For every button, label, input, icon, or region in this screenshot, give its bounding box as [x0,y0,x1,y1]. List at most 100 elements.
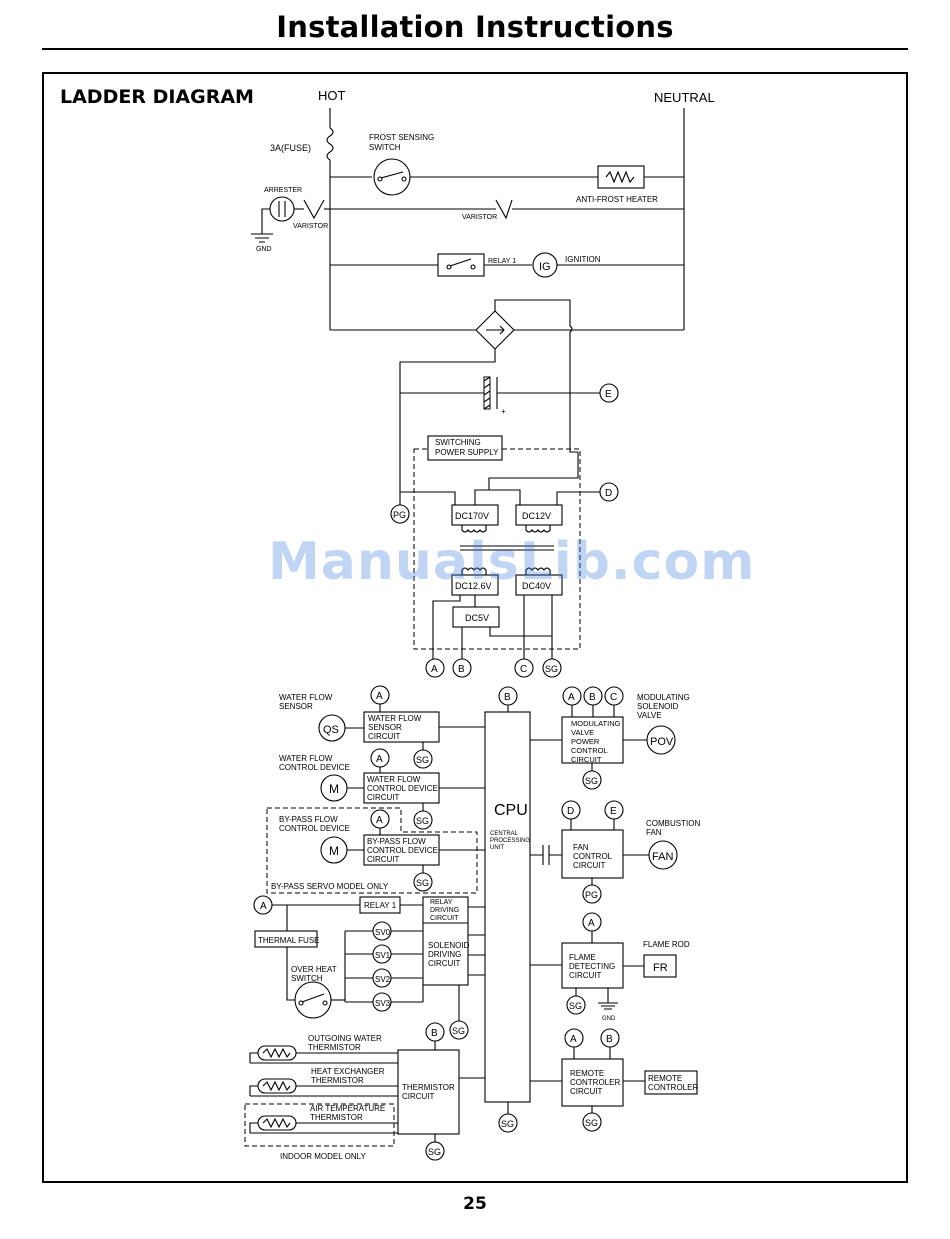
sg-terminal-mod: SG [585,776,598,786]
a-terminal-mod: A [568,692,575,703]
cpu-label: CPU [494,802,528,819]
dc5-label: DC5V [465,613,489,623]
sv2-label: SV2 [375,975,391,984]
sg-terminal-bypass: SG [416,878,429,888]
dc12-label: DC12V [522,511,551,521]
water-flow-control-group [320,748,485,830]
m-label-wfc: M [329,782,339,796]
outgoing-thermistor-2: THERMISTOR [308,1043,361,1052]
flame-circuit-3: CIRCUIT [569,971,602,980]
bypass-control-label-1: BY-PASS FLOW [279,815,338,824]
c-terminal-upper: C [520,664,527,675]
fr-label: FR [653,962,668,974]
c-terminal-mod: C [610,692,617,703]
sg-terminal-wfs: SG [416,755,429,765]
bypass-note: BY-PASS SERVO MODEL ONLY [271,882,389,891]
d-terminal-upper: D [605,488,612,499]
wf-control-circuit-3: CIRCUIT [367,793,400,802]
combustion-fan-label-2: FAN [646,828,662,837]
air-temp-thermistor-1: AIR TEMPERATURE [310,1104,385,1113]
varistor-label-right: VARISTOR [462,214,497,221]
water-flow-sensor-label-1: WATER FLOW [279,693,333,702]
sg-terminal-upper: SG [545,664,558,674]
solenoid-driving-2: DRIVING [428,950,461,959]
e-terminal-upper: E [605,389,612,400]
outgoing-thermistor-1: OUTGOING WATER [308,1034,382,1043]
a-terminal-wfc: A [376,754,383,765]
modulating-valve-label-2: SOLENOID [637,702,679,711]
modulating-valve-label-3: VALVE [637,711,662,720]
modulating-valve-group [530,686,676,790]
relay-driving-2: DRIVING [430,907,459,914]
wf-sensor-circuit-3: CIRCUIT [368,732,401,741]
diagram-frame: LADDER DIAGRAM [42,72,908,1183]
flame-circuit-1: FLAME [569,953,596,962]
gnd-label-upper: GND [256,246,272,253]
bypass-circuit-2: CONTROL DEVICE [367,846,438,855]
a-terminal-flame: A [588,918,595,929]
b-terminal-cpu: B [504,692,511,703]
arrester-symbol [269,196,295,222]
cpu-sub-1: CENTRAL [490,831,519,837]
mod-circuit-5: CIRCUIT [571,755,602,764]
solenoid-driving-group [253,895,485,1040]
fan-control-group [530,800,678,904]
capacitor-plus: + [501,407,506,416]
mod-circuit-1: MODULATING [571,719,621,728]
page-header: Installation Instructions [42,8,908,50]
air-temp-thermistor-2: THERMISTOR [310,1113,363,1122]
relay1-box [437,253,485,277]
fan-circuit-1: FAN [573,843,589,852]
heat-exchanger-thermistor-2: THERMISTOR [311,1076,364,1085]
anti-frost-heater-label: ANTI-FROST HEATER [576,195,658,204]
sv0-label: SV0 [375,928,391,937]
power-rails [326,108,685,331]
pov-label: POV [650,736,674,748]
remote-circuit-1: REMOTE [570,1069,604,1078]
mod-circuit-3: POWER [571,737,600,746]
dc40-label: DC40V [522,581,551,591]
dc126-label: DC12.6V [455,581,492,591]
relay1-label-lower: RELAY 1 [364,901,397,910]
cpu-sub-2: PROCESSING [490,838,530,844]
varistor-branch [251,196,684,243]
thermistor-circuit-2: CIRCUIT [402,1092,435,1101]
a-terminal-bypass: A [376,815,383,826]
page-number: 25 [463,1194,487,1214]
thermistor-circuit-1: THERMISTOR [402,1083,455,1092]
arrester-label: ARRESTER [264,187,302,194]
heat-exchanger-thermistor-1: HEAT EXCHANGER [311,1067,385,1076]
wf-control-circuit-1: WATER FLOW [367,775,421,784]
remote-controler-group [530,1028,698,1132]
switching-label-2: POWER SUPPLY [435,448,499,457]
indoor-note: INDOOR MODEL ONLY [280,1152,366,1161]
dc170-label: DC170V [455,511,489,521]
cpu-sub-3: UNIT [490,845,504,851]
bypass-group [266,807,485,894]
neutral-label: NEUTRAL [654,90,715,105]
remote-circuit-3: CIRCUIT [570,1087,603,1096]
ignition-branch [330,252,684,278]
sg-terminal-cpu: SG [501,1119,514,1129]
mod-circuit-4: CONTROL [571,746,608,755]
hot-label: HOT [318,88,346,103]
combustion-fan-label-1: COMBUSTION [646,819,700,828]
flame-detecting-group [530,912,677,1015]
remote-circuit-2: CONTROLER [570,1078,620,1087]
page-title: Installation Instructions [276,10,674,44]
a-terminal-relay: A [260,901,267,912]
sv3-label: SV3 [375,999,391,1008]
wf-control-circuit-2: CONTROL DEVICE [367,784,438,793]
fuse-symbol [326,127,334,161]
flame-rod-label: FLAME ROD [643,940,690,949]
section-title: LADDER DIAGRAM [60,86,254,108]
mod-circuit-2: VALVE [571,728,594,737]
m-label-bypass: M [329,844,339,858]
ig-label: IG [539,261,551,273]
main-capacitor [400,376,619,410]
bypass-circuit-3: CIRCUIT [367,855,400,864]
pg-terminal-fan: PG [585,890,598,900]
switching-power-supply [390,435,619,678]
switching-label-1: SWITCHING [435,438,481,447]
